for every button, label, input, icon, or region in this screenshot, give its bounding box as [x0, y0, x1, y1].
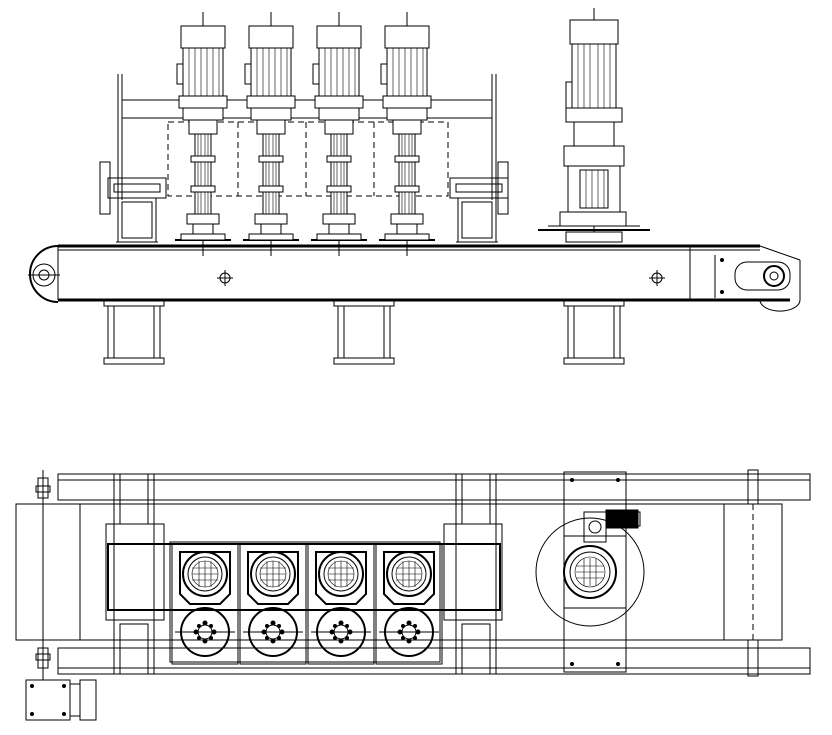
motor-housing-frame — [117, 74, 497, 200]
plan-motor-unit-4 — [375, 543, 443, 665]
plan-right-shaft — [747, 469, 759, 677]
frame-beam — [57, 244, 801, 302]
plan-belt — [15, 503, 783, 641]
left-drum — [28, 245, 60, 303]
plan-drive-unit — [535, 471, 645, 673]
right-drum-tensioner — [714, 255, 801, 312]
plan-cross-member-left — [113, 473, 155, 675]
support-leg-3 — [563, 299, 625, 365]
right-side-bracket — [449, 161, 509, 243]
drive-unit-right — [538, 8, 650, 243]
motor-unit-2 — [242, 11, 300, 257]
motor-unit-3 — [310, 11, 368, 257]
sight-mark-left — [217, 270, 233, 286]
plan-motor-unit-1 — [171, 543, 239, 665]
sight-mark-right — [649, 270, 665, 286]
plan-motor-platform — [105, 523, 503, 663]
plan-side-rails — [57, 473, 811, 675]
side-elevation-view — [28, 8, 801, 365]
plan-view — [15, 469, 811, 721]
support-leg-2 — [333, 299, 395, 365]
plan-motor-unit-2 — [239, 543, 307, 665]
left-side-bracket — [99, 161, 167, 243]
plan-left-gearbox — [25, 679, 97, 721]
plan-left-shaft — [35, 470, 51, 680]
motor-unit-1 — [174, 11, 232, 257]
support-leg-1 — [103, 299, 165, 365]
plan-motor-unit-3 — [307, 543, 375, 665]
motor-unit-4 — [378, 11, 436, 257]
